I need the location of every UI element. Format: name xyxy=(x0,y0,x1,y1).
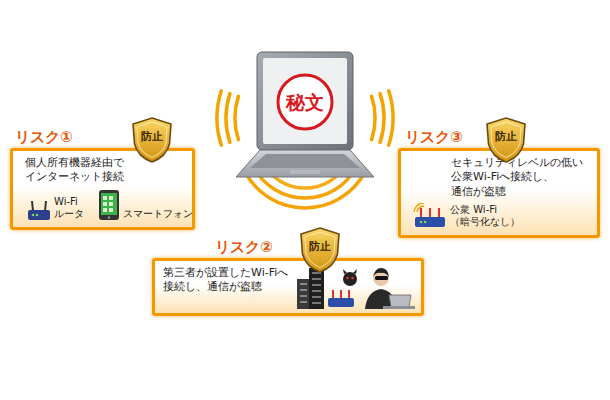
risk-description: 個人所有機器経由で インターネット接続 xyxy=(25,156,126,185)
eavesdrop-scene xyxy=(297,265,415,309)
risk-box: リスク②第三者が設置したWi-Fiへ 接続し、通信が盗聴 xyxy=(152,258,424,316)
laptop xyxy=(236,52,374,177)
device-label: Wi-Fi ルータ xyxy=(54,196,86,221)
device-item: Wi-Fi ルータ xyxy=(27,196,86,221)
device-item: スマートフォン xyxy=(98,189,195,221)
device-icon xyxy=(98,189,120,221)
device-label: 公衆 Wi-Fi （暗号化なし） xyxy=(450,204,522,229)
device-row: 公衆 Wi-Fi （暗号化なし） xyxy=(413,203,589,229)
prevent-shield: 防止 xyxy=(484,116,528,164)
device-icon xyxy=(27,199,51,221)
prevent-shield: 防止 xyxy=(130,116,174,164)
shield-label: 防止 xyxy=(484,116,528,143)
risk-description: セキュリティレベルの低い 公衆Wi-Fiへ接続し、 通信が盗聴 xyxy=(451,156,585,199)
risk-box: リスク③セキュリティレベルの低い 公衆Wi-Fiへ接続し、 通信が盗聴公衆 Wi… xyxy=(398,148,600,238)
product-logo: 秘文 xyxy=(286,91,324,113)
shield-label: 防止 xyxy=(130,116,174,143)
risk-box: リスク①個人所有機器経由で インターネット接続Wi-Fi ルータスマートフォン xyxy=(10,148,195,230)
logo-badge: 秘文 xyxy=(277,88,333,116)
risk-description: 第三者が設置したWi-Fiへ 接続し、通信が盗聴 xyxy=(163,266,291,295)
device-icon xyxy=(413,203,447,229)
device-item: 公衆 Wi-Fi （暗号化なし） xyxy=(413,203,522,229)
shield-label: 防止 xyxy=(298,226,342,253)
prevent-shield: 防止 xyxy=(298,226,342,274)
device-label: スマートフォン xyxy=(123,208,195,221)
device-row: Wi-Fi ルータスマートフォン xyxy=(27,189,184,221)
